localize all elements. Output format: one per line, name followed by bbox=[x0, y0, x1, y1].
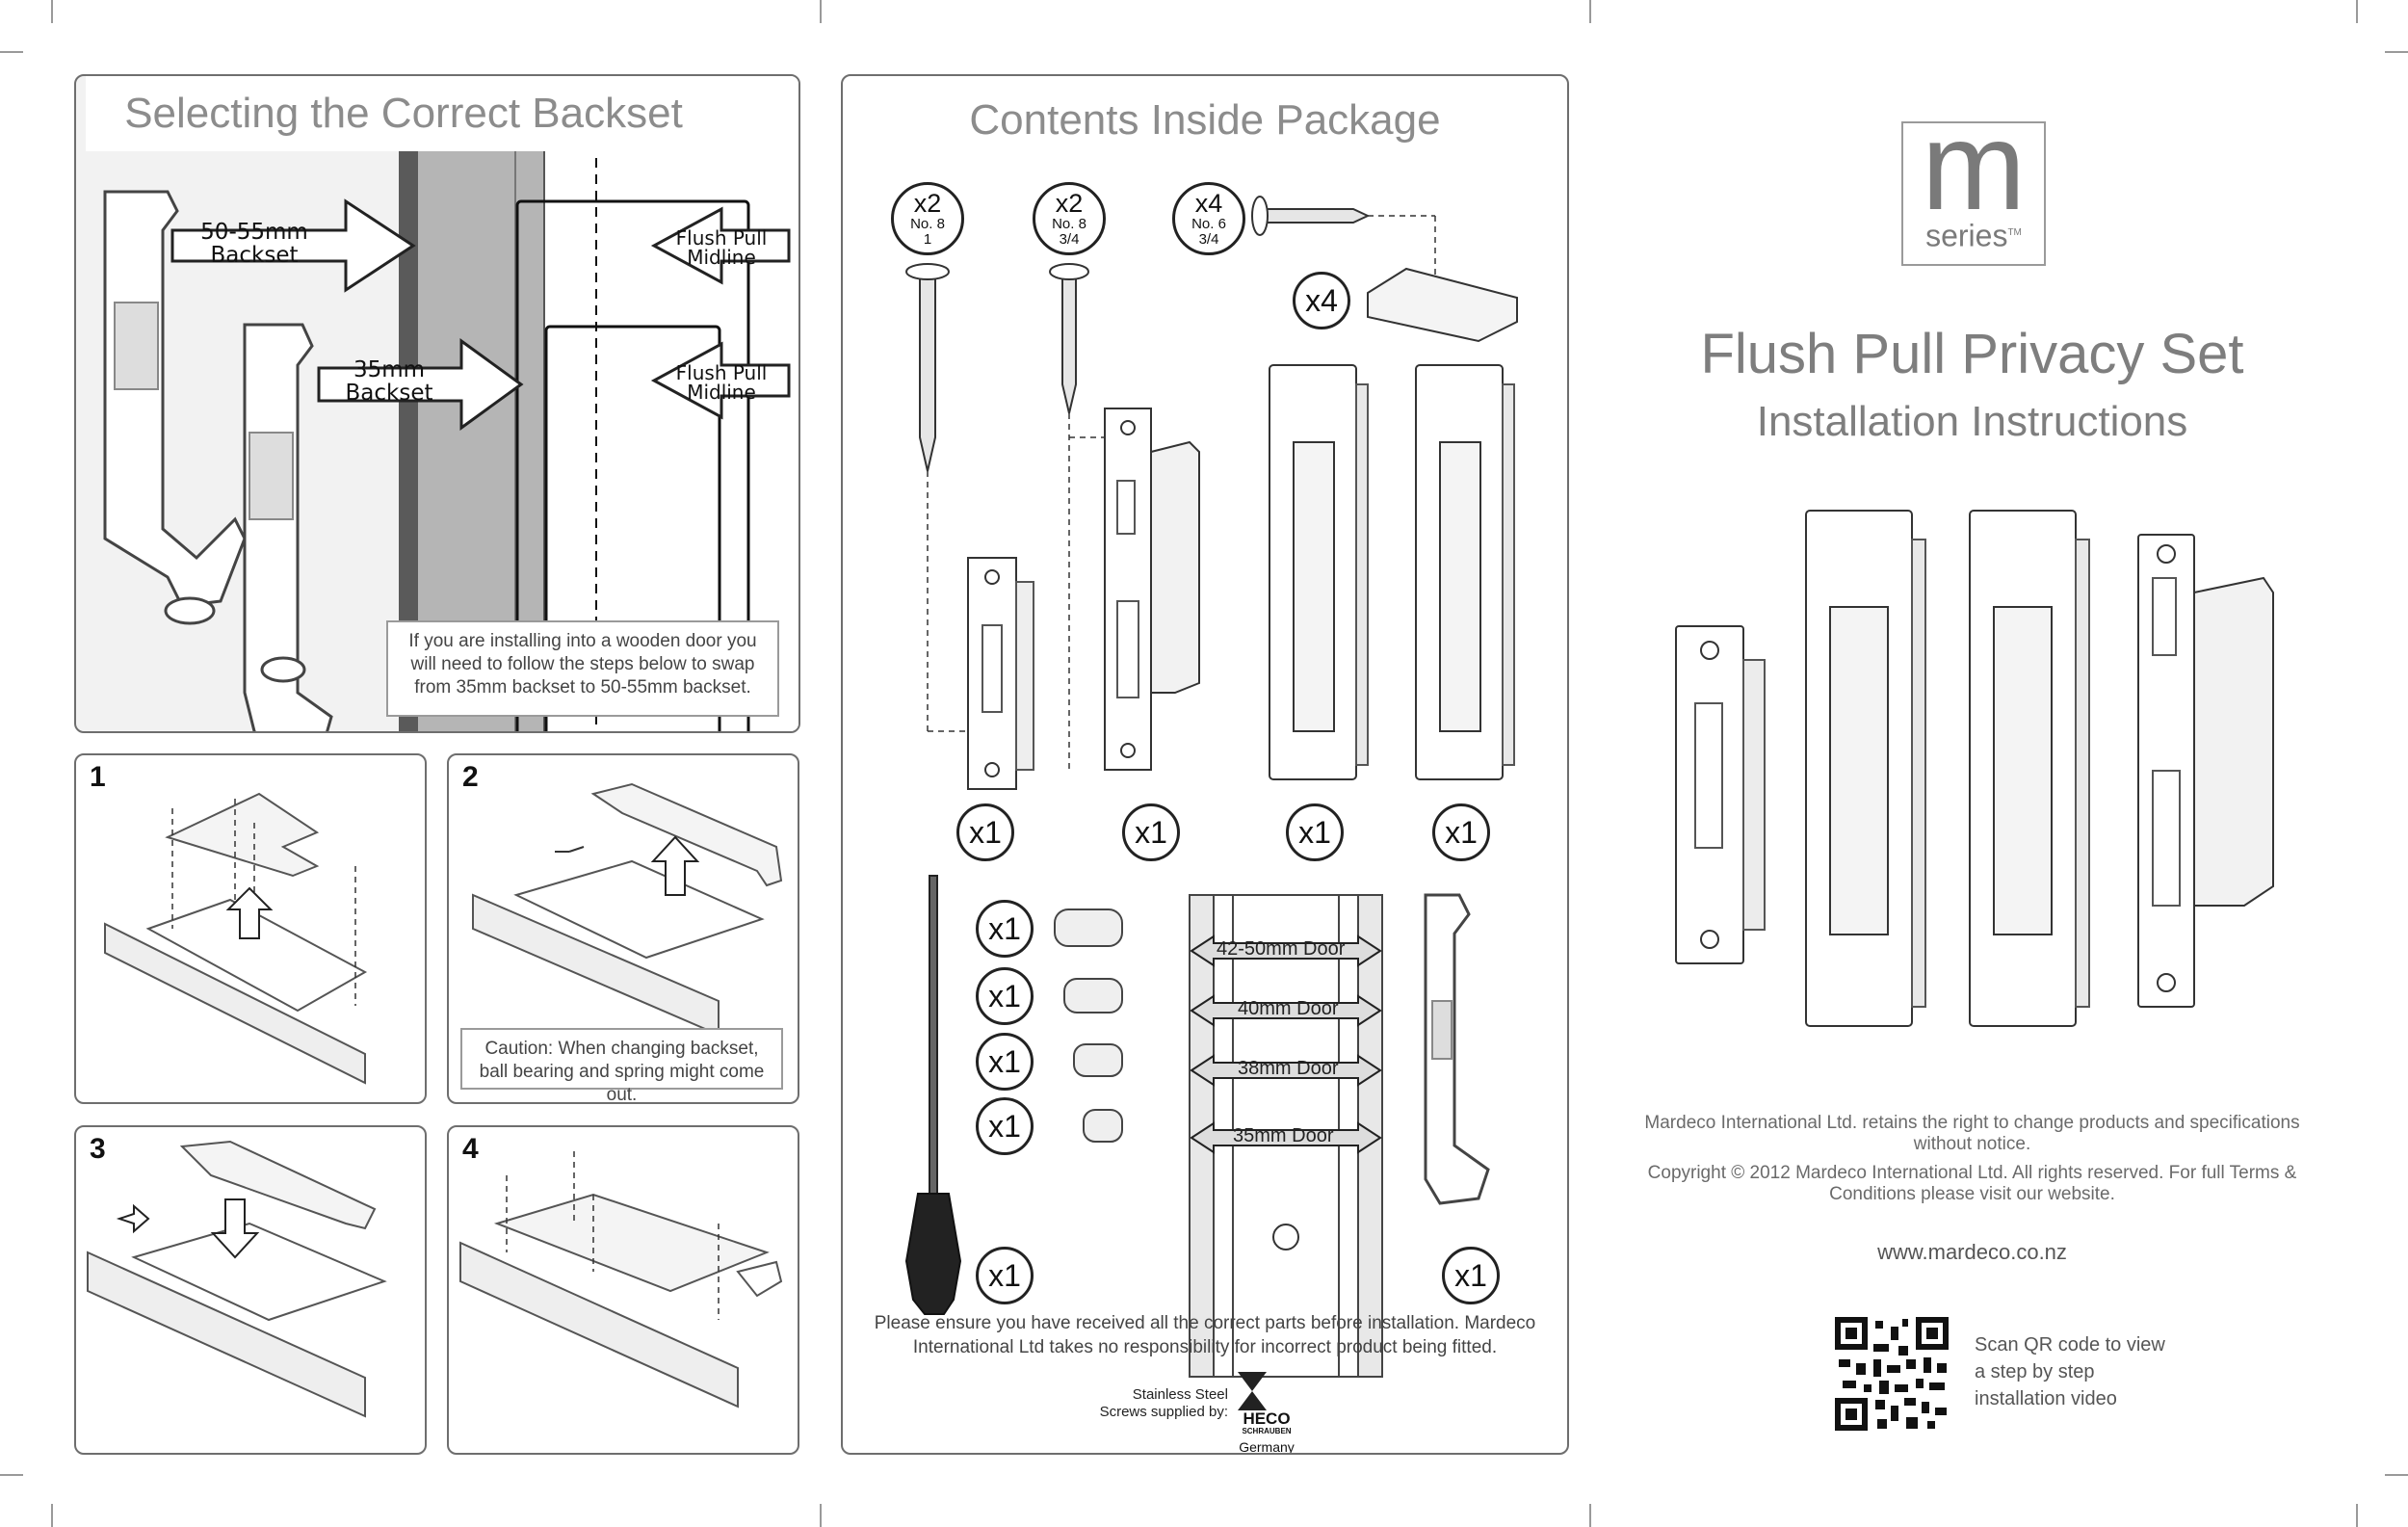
door-label-38mm: 38mm Door bbox=[1238, 1058, 1339, 1079]
label-flush-pull-midline-2: Flush Pull Midline bbox=[675, 361, 768, 404]
step-number: 3 bbox=[90, 1133, 106, 1165]
m-series-logo: m seriesTM bbox=[1901, 103, 2046, 266]
contents-panel: Contents Inside Package bbox=[841, 74, 1569, 1455]
crop-mark bbox=[820, 1504, 822, 1527]
qty-badge-spacer-3: x1 bbox=[976, 1033, 1034, 1091]
qty-badge-screwdriver: x1 bbox=[976, 1247, 1034, 1304]
qty-badge-strike: x1 bbox=[956, 803, 1014, 861]
qr-code[interactable] bbox=[1835, 1317, 1949, 1431]
qty-badge-spacer-2: x1 bbox=[976, 967, 1034, 1025]
screw-badge-no8-1: x2 No. 8 1 bbox=[891, 182, 964, 255]
product-subtitle: Installation Instructions bbox=[1756, 398, 2188, 445]
caution-note: Caution: When changing backset, ball bea… bbox=[460, 1028, 783, 1102]
rights-notice: Mardeco International Ltd. retains the r… bbox=[1644, 1113, 2300, 1154]
step-1-panel: 1 bbox=[74, 753, 427, 1104]
copyright-notice: Copyright © 2012 Mardeco International L… bbox=[1647, 1163, 2297, 1204]
step-3-panel: 3 bbox=[74, 1125, 427, 1455]
heco-sub: SCHRAUBEN bbox=[1242, 1427, 1292, 1435]
supplier-text: Stainless Steel Screws supplied by: bbox=[1099, 1386, 1228, 1420]
crop-mark bbox=[0, 1474, 23, 1476]
website-link[interactable]: www.mardeco.co.nz bbox=[1877, 1240, 2067, 1264]
crop-mark bbox=[2385, 1474, 2408, 1476]
heco-logo: HECO SCHRAUBEN Germany bbox=[1233, 1372, 1300, 1455]
crop-mark bbox=[51, 1504, 53, 1527]
crop-mark bbox=[2356, 1504, 2358, 1527]
step-4-illustration bbox=[459, 1151, 783, 1409]
backset-title: Selecting the Correct Backset bbox=[86, 76, 721, 151]
crop-mark bbox=[2356, 0, 2358, 23]
label-flush-pull-midline-1: Flush Pull Midline bbox=[675, 226, 768, 269]
contents-title: Contents Inside Package bbox=[969, 96, 1441, 144]
qty-badge-spacer-1: x1 bbox=[976, 900, 1034, 958]
step-number: 1 bbox=[90, 761, 106, 793]
screw-badge-no6-3-4: x4 No. 6 3/4 bbox=[1172, 182, 1245, 255]
contents-disclaimer: Please ensure you have received all the … bbox=[874, 1313, 1536, 1357]
qty-badge-clips: x4 bbox=[1293, 272, 1350, 329]
contents-illustration bbox=[904, 196, 1518, 1410]
door-label-40mm: 40mm Door bbox=[1238, 998, 1339, 1019]
qty-badge-spacer-4: x1 bbox=[976, 1097, 1034, 1155]
backset-panel: Selecting the Correct Backset 50-55mm Ba… bbox=[74, 74, 800, 733]
step-3-illustration bbox=[87, 1140, 387, 1418]
crop-mark bbox=[1589, 0, 1591, 23]
qty-badge-lock: x1 bbox=[1122, 803, 1180, 861]
crop-mark bbox=[820, 0, 822, 23]
heco-country: Germany bbox=[1239, 1439, 1295, 1455]
step-2-illustration bbox=[472, 782, 783, 1037]
step-4-panel: 4 bbox=[447, 1125, 799, 1455]
product-title: Flush Pull Privacy Set bbox=[1700, 323, 2244, 385]
product-illustration bbox=[1675, 510, 2274, 1027]
crop-mark bbox=[2385, 51, 2408, 53]
step-1-illustration bbox=[104, 792, 368, 1085]
qr-caption: Scan QR code to view a step by step inst… bbox=[1975, 1334, 2165, 1409]
logo-tm: TM bbox=[2007, 227, 2022, 238]
step-number: 2 bbox=[462, 761, 479, 793]
heco-name: HECO bbox=[1243, 1409, 1291, 1428]
step-number: 4 bbox=[462, 1133, 479, 1165]
logo-letter: m bbox=[1921, 95, 2027, 236]
door-label-42-50mm: 42-50mm Door bbox=[1217, 938, 1346, 960]
logo-word: series bbox=[1925, 218, 2008, 253]
door-label-35mm: 35mm Door bbox=[1233, 1125, 1334, 1146]
qty-badge-pull-2: x1 bbox=[1432, 803, 1490, 861]
crop-mark bbox=[1589, 1504, 1591, 1527]
screw-badge-no8-3-4: x2 No. 8 3/4 bbox=[1033, 182, 1106, 255]
label-50-55mm-backset: 50-55mm Backset bbox=[200, 220, 308, 268]
backset-note: If you are installing into a wooden door… bbox=[386, 620, 779, 717]
qty-badge-backset: x1 bbox=[1442, 1247, 1500, 1304]
qty-badge-pull-1: x1 bbox=[1286, 803, 1344, 861]
crop-mark bbox=[51, 0, 53, 23]
crop-mark bbox=[0, 51, 23, 53]
label-35mm-backset: 35mm Backset bbox=[345, 357, 433, 406]
step-2-panel: 2 Caution: When changing backset, ball b… bbox=[447, 753, 799, 1104]
